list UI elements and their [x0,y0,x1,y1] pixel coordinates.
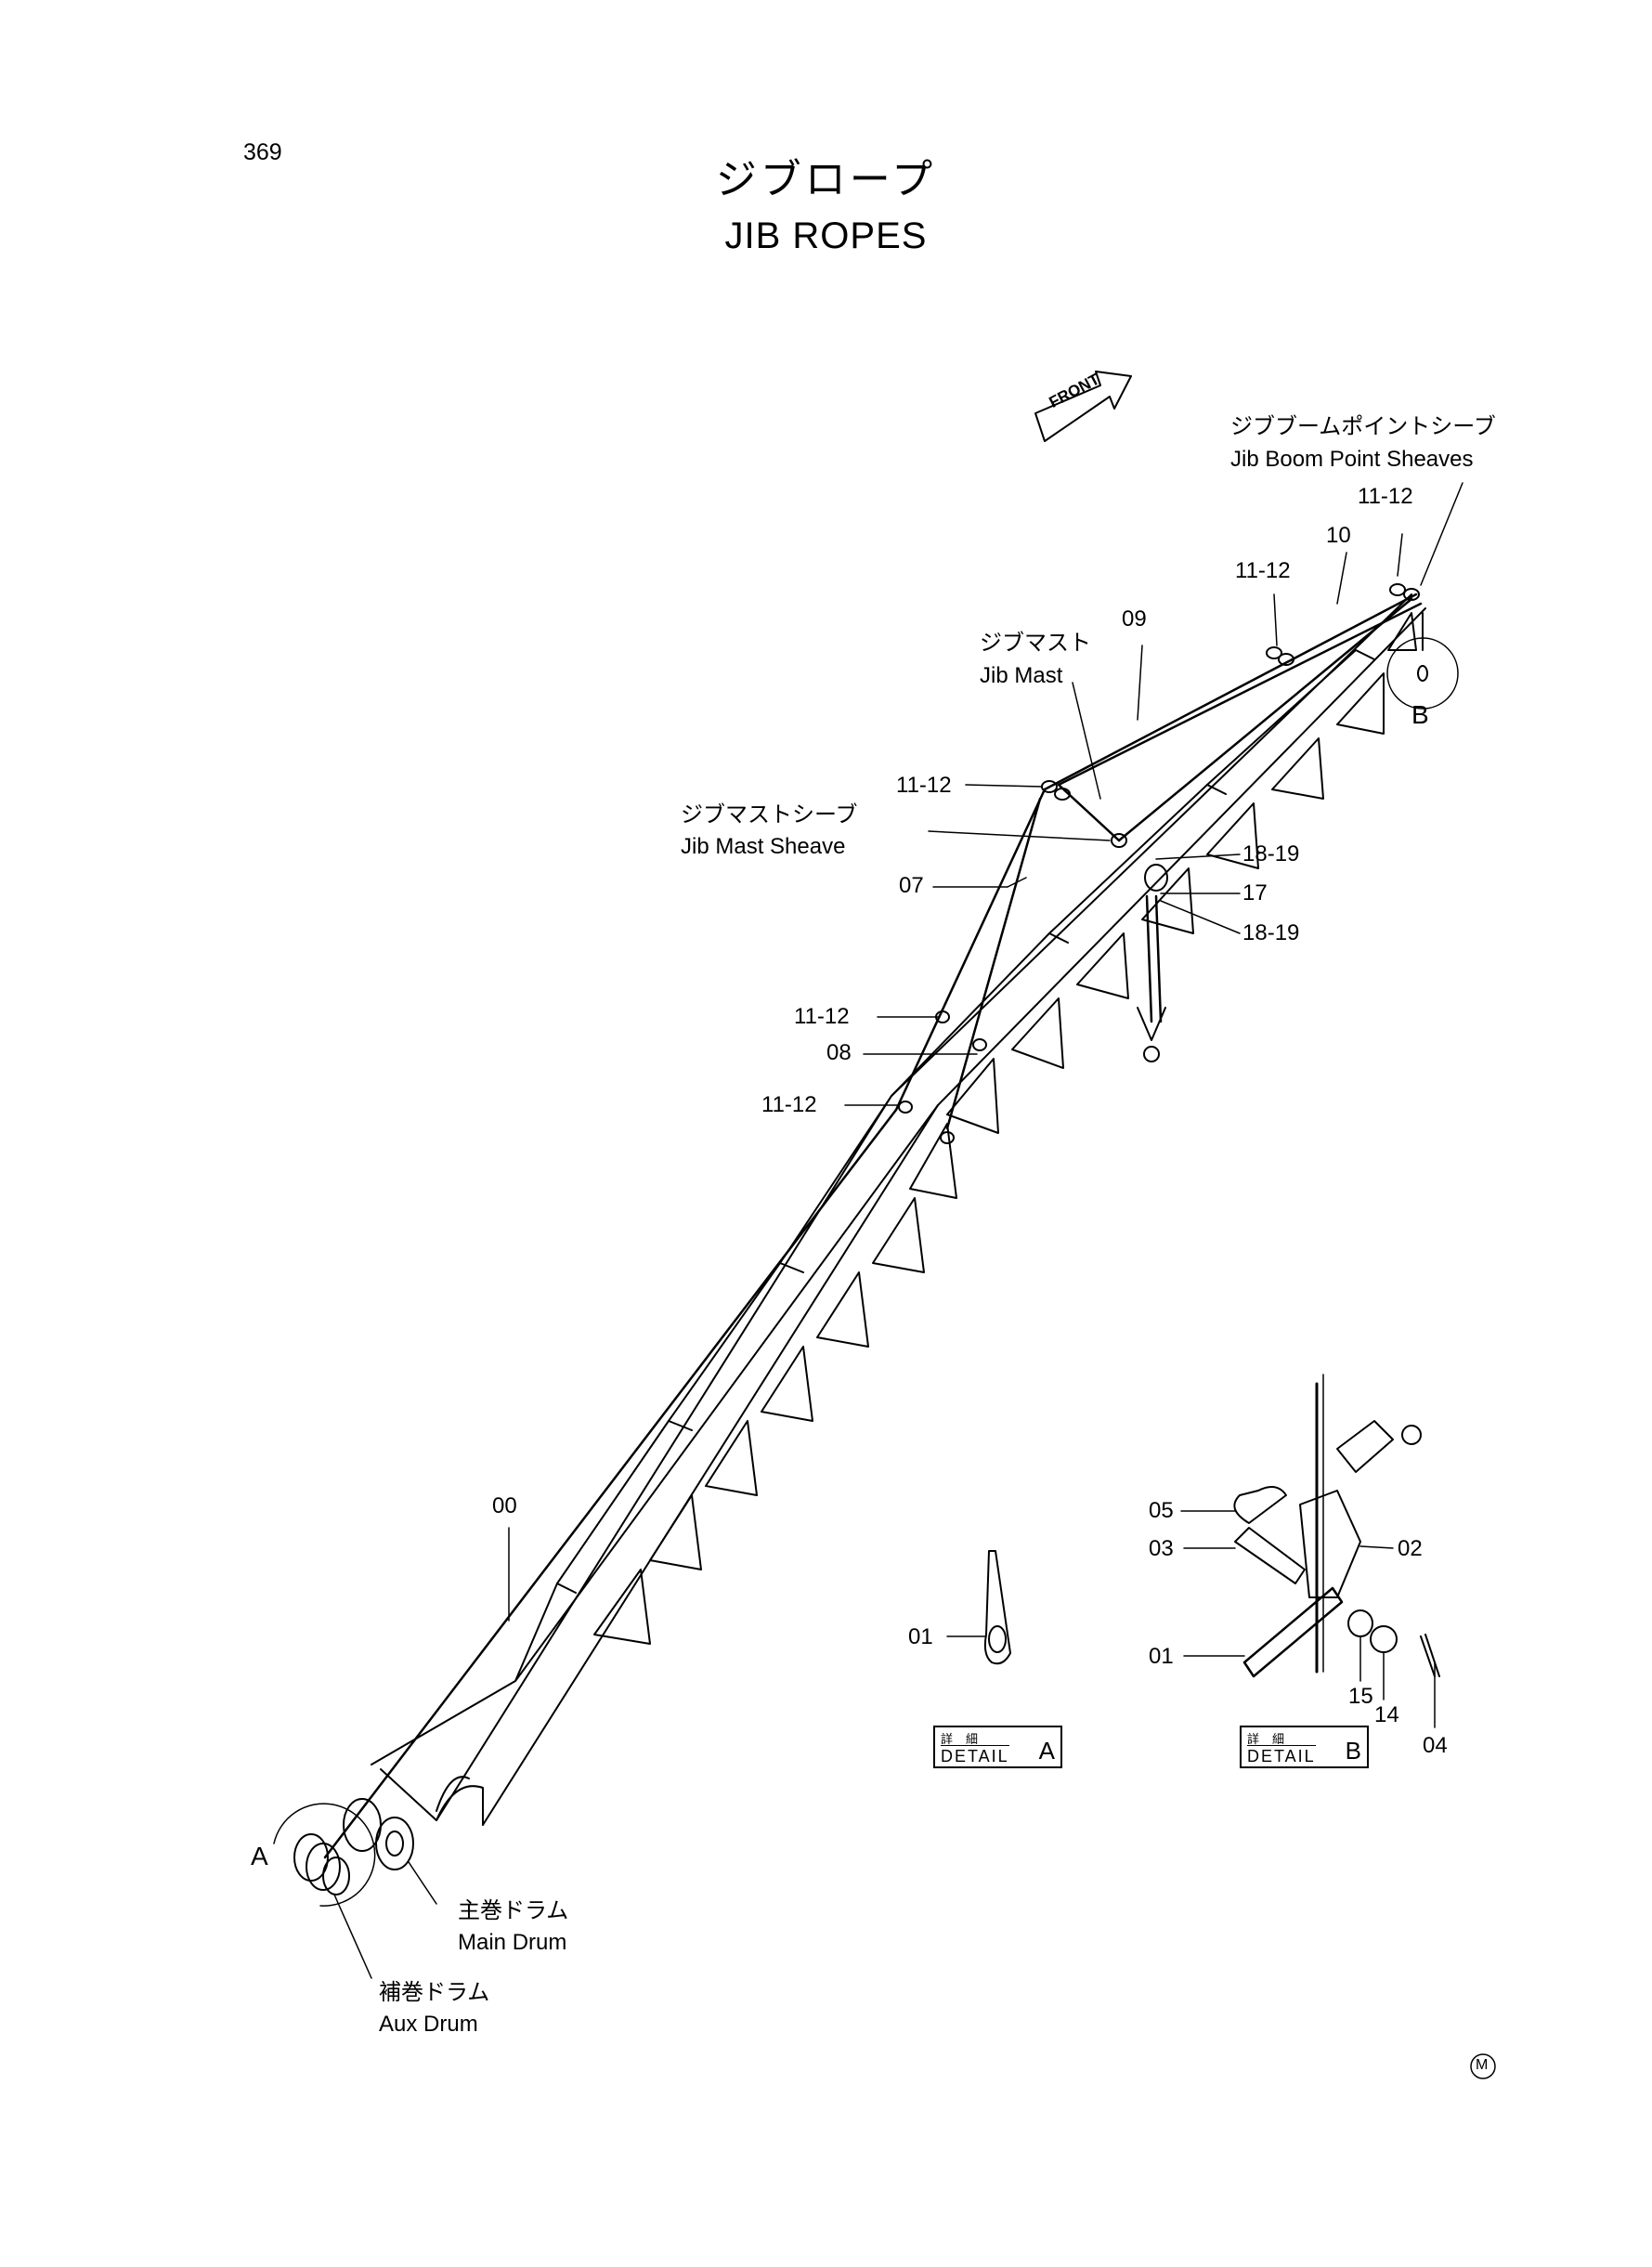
title-japanese: ジブロープ [715,156,937,203]
detail-a-circle-letter: A [251,1842,268,1870]
detail-a-letter: A [1038,1737,1055,1765]
detail-a-small-label: 詳細 [941,1733,992,1747]
detail-a-word: DETAIL [941,1745,1009,1765]
detail-b-drawing [1180,1374,1440,1728]
detail-a-callout-circle [273,1803,376,1907]
detail-b-letter: B [1345,1737,1361,1765]
jib-mast-sheave-label-jp: ジブマストシーブ [681,801,858,827]
boom-lattice [371,593,1426,1826]
detail-b-callout-circle [1386,612,1459,710]
callout-07: 07 [899,873,924,898]
aux-drum-label-en: Aux Drum [379,2012,478,2037]
main-drum-label-en: Main Drum [458,1930,567,1955]
jib-mast-sheave-label-en: Jib Mast Sheave [681,834,846,859]
callout-18-19-b: 18-19 [1242,920,1300,945]
detail-b-callout-01: 01 [1149,1644,1174,1669]
detail-b-small-label: 詳細 [1247,1733,1298,1747]
detail-a-drawing [946,1550,1011,1665]
jib-boom-point-sheaves-label-en: Jib Boom Point Sheaves [1230,447,1474,472]
jib-ropes [323,593,1423,1859]
sheaves [898,583,1420,1144]
detail-b-callout-14: 14 [1374,1702,1399,1727]
callout-09: 09 [1122,606,1147,632]
detail-a-callout-01: 01 [908,1624,933,1649]
leader-lines [333,482,1463,1979]
jib-mast-label-en: Jib Mast [980,663,1063,688]
jib-boom-point-sheaves-label-jp: ジブブームポイントシーブ [1230,413,1496,439]
detail-b-circle-letter: B [1411,700,1429,729]
detail-b-callout-15: 15 [1348,1684,1373,1709]
detail-b-word: DETAIL [1247,1745,1316,1765]
detail-b-callout-02: 02 [1398,1536,1423,1561]
title-english: JIB ROPES [724,215,928,256]
front-arrow [1034,371,1132,442]
main-drum-label-jp: 主巻ドラム [458,1897,569,1923]
callout-11-12-top: 11-12 [1358,484,1413,509]
callout-08: 08 [826,1040,852,1065]
detail-b-box: 詳細 DETAIL B [1240,1726,1369,1768]
callout-10: 10 [1326,523,1351,548]
page-number: 369 [243,139,282,165]
detail-a-box: 詳細 DETAIL A [933,1726,1062,1768]
callout-11-12-b: 11-12 [1235,558,1291,583]
drums [293,1798,414,1896]
callout-11-12-e: 11-12 [761,1092,817,1117]
detail-b-callout-03: 03 [1149,1536,1174,1561]
callout-18-19-a: 18-19 [1242,841,1300,866]
jib-mast-label-jp: ジブマスト [980,630,1091,656]
callout-00: 00 [492,1493,517,1518]
aux-drum-label-jp: 補巻ドラム [379,1979,490,2005]
detail-b-callout-05: 05 [1149,1498,1174,1523]
callout-17: 17 [1242,880,1268,905]
detail-b-callout-04: 04 [1423,1733,1448,1758]
callout-11-12-c: 11-12 [896,773,952,798]
m-mark-circle [1470,2053,1496,2079]
callout-11-12-d: 11-12 [794,1004,850,1029]
m-mark: M [1476,2057,1489,2073]
